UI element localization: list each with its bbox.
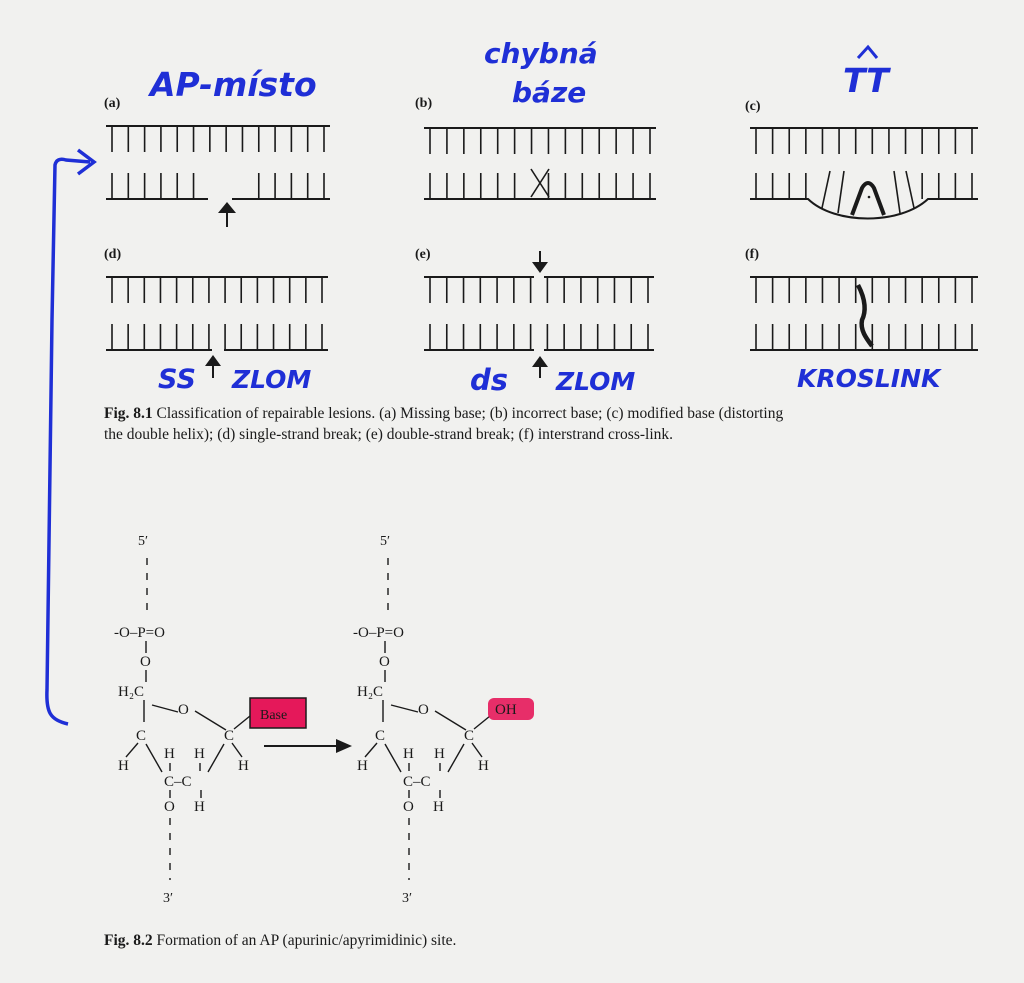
- deoxyribose-ap-site: 5′ -O–P=O O H₂C O C C H H H H C–C O H 3′…: [353, 534, 534, 906]
- annotation-ds: ds: [470, 363, 508, 397]
- ds-break-arrow-up-icon: [532, 356, 548, 378]
- ss-break-arrow-icon: [205, 355, 221, 378]
- right-three-prime: 3′: [402, 891, 412, 906]
- annotation-ss-break: ZLOM: [231, 365, 311, 394]
- left-h4: H: [118, 758, 129, 774]
- left-five-prime: 5′: [138, 534, 148, 549]
- right-ch2: H₂C: [357, 684, 383, 700]
- annotation-crosslink: KROSLINK: [797, 364, 942, 393]
- right-h2: H: [434, 746, 445, 762]
- panel-c-label: (c): [745, 99, 761, 114]
- right-h3: H: [403, 746, 414, 762]
- annotation-incorrect-base-2: báze: [512, 76, 586, 109]
- panel-e-label: (e): [415, 247, 431, 262]
- base-label: Base: [260, 708, 287, 723]
- right-h2b: H: [433, 799, 444, 815]
- annotation-ds-break: ZLOM: [555, 367, 635, 396]
- right-phosphate: -O–P=O: [353, 625, 404, 641]
- left-c3-c2: C–C: [164, 774, 192, 790]
- hydroxyl-label: OH: [495, 702, 517, 718]
- missing-base-arrow-icon: [218, 202, 236, 227]
- fig-8-2-caption: Fig. 8.2 Formation of an AP (apurinic/ap…: [104, 930, 804, 951]
- right-c3-c2: C–C: [403, 774, 431, 790]
- ds-break-arrow-down-icon: [532, 251, 548, 273]
- left-oxygen-link: O: [140, 654, 151, 670]
- oh-highlight: [488, 698, 534, 720]
- right-oxygen-link: O: [379, 654, 390, 670]
- left-h3: H: [164, 746, 175, 762]
- crosslink-bond: [855, 283, 874, 348]
- fig-8-1-text: Classification of repairable lesions. (a…: [104, 405, 784, 443]
- distorted-helix: [750, 170, 978, 220]
- link-arrow-line: [45, 157, 91, 726]
- right-o3: O: [403, 799, 414, 815]
- right-ring-oxygen: O: [418, 702, 429, 718]
- fig-8-1-caption: Fig. 8.1 Classification of repairable le…: [104, 403, 794, 445]
- deoxyribose-with-base: 5′ -O–P=O O H₂C O C C H H H H C–C O H 3′…: [114, 534, 307, 906]
- left-h2: H: [194, 746, 205, 762]
- left-c4: C: [136, 728, 146, 744]
- annotation-thymine-dimer: TT: [843, 61, 891, 100]
- fig-8-1-label: Fig. 8.1: [104, 405, 153, 422]
- right-five-prime: 5′: [380, 534, 390, 549]
- left-h1: H: [238, 758, 249, 774]
- left-o3: O: [164, 799, 175, 815]
- panel-b-label: (b): [415, 96, 432, 111]
- link-arrow-head-icon: [76, 148, 97, 176]
- dna-duplexes: [106, 125, 978, 351]
- mismatch-x-icon: [530, 168, 550, 198]
- base-box: [249, 697, 307, 729]
- right-h1: H: [478, 758, 489, 774]
- dimer-caret-icon: [856, 44, 879, 60]
- left-h2b: H: [194, 799, 205, 815]
- right-c1: C: [464, 728, 474, 744]
- left-phosphate: -O–P=O: [114, 625, 165, 641]
- right-c4: C: [375, 728, 385, 744]
- right-h4: H: [357, 758, 368, 774]
- left-ring-oxygen: O: [178, 702, 189, 718]
- fig-8-2-label: Fig. 8.2: [104, 932, 153, 949]
- annotation-incorrect-base-1: chybná: [484, 37, 598, 70]
- panel-f-label: (f): [745, 247, 759, 262]
- left-three-prime: 3′: [163, 891, 173, 906]
- panel-d-label: (d): [104, 247, 121, 262]
- panel-a-label: (a): [104, 96, 121, 111]
- fig-8-2-text: Formation of an AP (apurinic/apyrimidini…: [156, 932, 457, 949]
- left-ch2: H₂C: [118, 684, 144, 700]
- annotation-ap-site: AP-místo: [147, 65, 317, 104]
- annotation-ss: SS: [158, 364, 196, 395]
- reaction-arrow-icon: [264, 739, 352, 753]
- left-c1: C: [224, 728, 234, 744]
